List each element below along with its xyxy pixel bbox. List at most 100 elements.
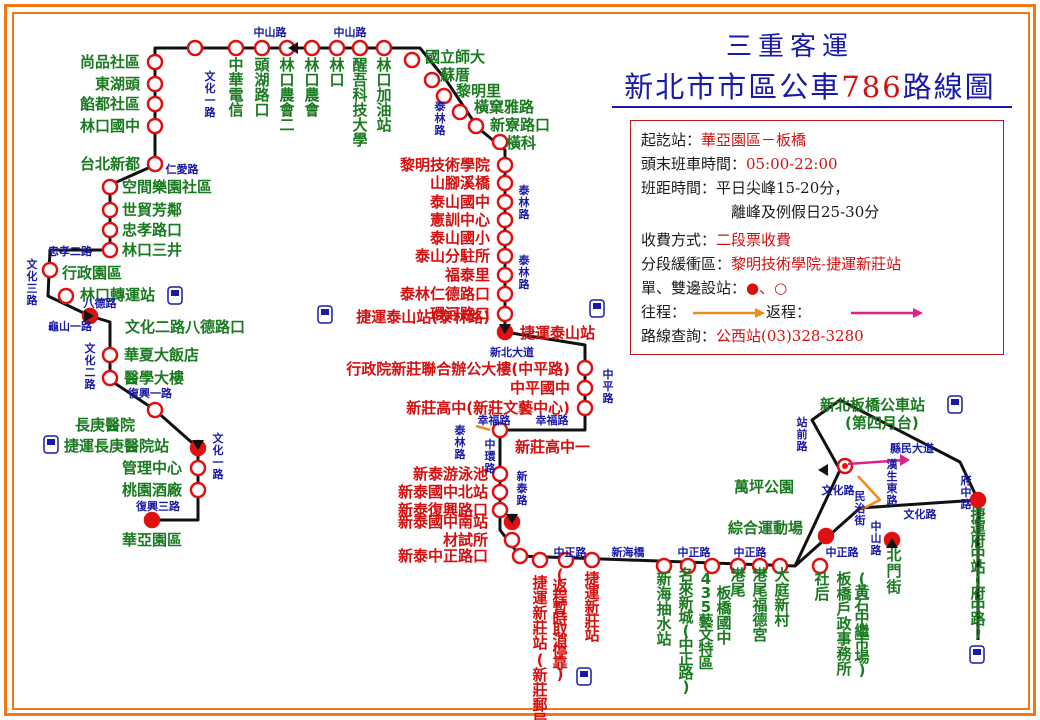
stop-label-xinzhuang-high-1: 新莊高中一 <box>515 438 590 456</box>
stop-marker <box>189 481 207 499</box>
svg-text:油: 油 <box>376 101 391 119</box>
route-info-box: 起訖站：華亞園區－板橋 頭末班車時間：05:00-22:00 班距時間：平日尖峰… <box>630 120 1004 355</box>
stop-label-linkou-transfer: 林口轉運站 <box>80 286 155 304</box>
road-label-v-13: 泰林路 <box>518 183 531 221</box>
svg-text:): ) <box>975 623 982 641</box>
svg-text:暫: 暫 <box>552 599 567 617</box>
svg-text:大: 大 <box>352 116 367 134</box>
svg-text:吾: 吾 <box>352 71 367 89</box>
svg-text:華: 華 <box>228 71 243 89</box>
road-label-17: 幸福路 <box>478 413 512 427</box>
road-label-9: 復興一路 <box>127 386 173 400</box>
stop-label-platform-4: (第四月台) <box>845 414 919 432</box>
svg-text:正: 正 <box>678 650 693 668</box>
stop-label-topright-0: 國立師大 <box>425 48 485 66</box>
stop-marker <box>146 117 164 135</box>
svg-text:學: 學 <box>352 131 367 149</box>
svg-text:站: 站 <box>532 634 547 652</box>
road-label-23: 新海橋 <box>612 545 646 559</box>
stop-label-sports-park: 綜合運動場 <box>728 519 803 537</box>
svg-text:路: 路 <box>85 377 97 391</box>
return-path-arrow <box>847 458 906 466</box>
road-label-11: 復興三路 <box>135 499 181 513</box>
svg-text:路: 路 <box>603 391 615 405</box>
stop-marker <box>503 531 521 549</box>
stop-label-huaxia: 華夏大飯店 <box>124 346 199 364</box>
stop-label-banqiao-station: 新北板橋公車站 <box>820 396 925 414</box>
svg-text:化: 化 <box>85 353 96 367</box>
road-label-1: 中山路 <box>334 25 368 39</box>
svg-text:加: 加 <box>375 86 391 104</box>
stop-label-left2-1: 世貿芳鄰 <box>122 201 182 219</box>
stop-label-wenhua-bade: 文化二路八德路口 <box>125 318 245 336</box>
stop-label-mrt-xinzhuang-2: 捷運新莊站 <box>584 570 600 644</box>
stop-marker <box>583 551 601 569</box>
stop-label-gangwei: 港尾 <box>730 566 746 599</box>
svg-text:路: 路 <box>961 497 973 511</box>
stop-label-shehou: 社后 <box>813 570 829 603</box>
road-label-v-32: 中山路 <box>871 519 883 557</box>
svg-text:林: 林 <box>519 195 530 209</box>
stop-marker <box>451 103 469 121</box>
svg-text:林: 林 <box>435 111 446 125</box>
road-label-v-8: 文化二路 <box>85 341 97 391</box>
svg-text:街: 街 <box>854 513 866 527</box>
stop-label-left-4: 台北新都 <box>80 155 140 173</box>
svg-text:化: 化 <box>213 443 224 457</box>
svg-text:尾: 尾 <box>752 581 767 599</box>
svg-text:信: 信 <box>228 101 243 119</box>
svg-text:莊: 莊 <box>584 612 599 630</box>
svg-text:捷: 捷 <box>970 506 986 524</box>
stop-marker <box>375 39 393 57</box>
stop-label-beimen: 北門街 <box>885 546 901 596</box>
road-label-4: 忠孝二路 <box>48 244 93 258</box>
svg-text:路: 路 <box>213 467 225 481</box>
svg-text:中: 中 <box>603 367 614 381</box>
svg-text:中: 中 <box>871 519 882 533</box>
stop-label-mrt-taishan-tailin: 捷運泰山站(泰林路) <box>356 308 490 326</box>
svg-text:化: 化 <box>205 81 216 95</box>
return-arrowhead-icon <box>913 308 923 318</box>
stop-label-wanping: 萬坪公園 <box>734 478 794 496</box>
direction-arrow-icon <box>288 42 298 54</box>
svg-text:路: 路 <box>519 207 531 221</box>
bus-icon-window <box>47 439 55 445</box>
stop-label-mid-0: 黎明技術學院 <box>400 156 490 174</box>
stop-label-topright-2: 黎明里 <box>456 82 501 100</box>
svg-text:港: 港 <box>752 566 768 584</box>
stop-label-topright-1: 蘇厝 <box>439 66 470 84</box>
stop-marker <box>496 211 514 229</box>
single-side-stop-marker <box>143 511 161 529</box>
svg-text:街: 街 <box>885 578 901 596</box>
stop-label-topright-4: 新寮路口 <box>490 116 550 134</box>
stop-label-mid-5: 泰山分駐所 <box>414 247 490 265</box>
svg-text:來: 來 <box>678 580 693 598</box>
svg-text:農: 農 <box>304 86 319 104</box>
stop-marker <box>576 399 594 417</box>
route-title-prefix: 新北市市區公車 <box>624 70 842 104</box>
stop-label-lower-2: 新泰復興路口 <box>398 501 488 519</box>
road-label-v-27: 站前路 <box>797 415 809 453</box>
svg-text:石: 石 <box>853 596 869 614</box>
svg-text:運: 運 <box>584 584 600 602</box>
map-frame-outer <box>4 4 1036 716</box>
svg-text:運: 運 <box>970 519 986 537</box>
svg-text:文: 文 <box>205 69 217 83</box>
stop-marker <box>491 501 509 519</box>
outbound-arrowhead-icon <box>755 308 765 318</box>
svg-text:中: 中 <box>970 597 985 615</box>
stop-label-admin-park: 行政園區 <box>61 264 122 282</box>
svg-text:(: ( <box>975 571 982 589</box>
road-label-18: 幸福路 <box>536 413 570 427</box>
stop-marker <box>403 51 421 69</box>
